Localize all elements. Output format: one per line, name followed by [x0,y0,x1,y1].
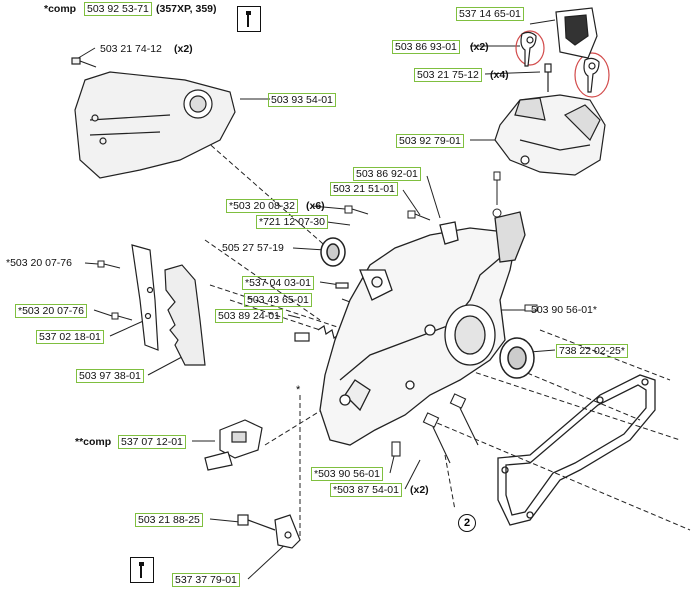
comp-sub-prefix: **comp [75,436,112,448]
asterisk-marker: * [296,384,301,396]
qty-label: (x2) [470,41,489,53]
part-label-537071201[interactable]: 537 07 12-01 [118,435,186,449]
qty-label: (x4) [490,69,509,81]
wrench-icon [130,557,154,583]
part-label-537377901[interactable]: 537 37 79-01 [172,573,240,587]
wrench-icon [237,6,261,32]
part-label-738220225[interactable]: 738 22 02-25* [556,344,628,358]
part-label-503215101[interactable]: 503 21 51-01 [330,182,398,196]
part-label-505275719: 505 27 57-19 [222,242,284,254]
part-label-503892401[interactable]: 503 89 24-01 [215,309,283,323]
part-label-503935401[interactable]: 503 93 54-01 [268,93,336,107]
part-label-503217512[interactable]: 503 21 75-12 [414,68,482,82]
part-label-503200832[interactable]: *503 20 08-32 [226,199,298,213]
part-label-503436501[interactable]: 503 43 65-01 [244,293,312,307]
part-label-537040301[interactable]: *537 04 03-01 [242,276,314,290]
qty-label: (x6) [306,200,325,212]
part-label-503905601b[interactable]: *503 90 56-01 [311,467,383,481]
part-label-503875401[interactable]: *503 87 54-01 [330,483,402,497]
part-label-503218825[interactable]: 503 21 88-25 [135,513,203,527]
part-label-503927901[interactable]: 503 92 79-01 [396,134,464,148]
comp-main-suffix: (357XP, 359) [156,3,217,15]
comp-main-prefix: *comp [44,3,77,15]
callout-circle: 2 [458,514,476,532]
part-label-503925371[interactable]: 503 92 53-71 [84,2,152,16]
part-label-503973801[interactable]: 503 97 38-01 [76,369,144,383]
part-label-503905601: 503 90 56-01* [531,304,597,316]
qty-label: (x2) [410,484,429,496]
part-label-721120730[interactable]: *721 12 07-30 [256,215,328,229]
part-label-503869301[interactable]: 503 86 93-01 [392,40,460,54]
part-label-537146501[interactable]: 537 14 65-01 [456,7,524,21]
part-label-537021801[interactable]: 537 02 18-01 [36,330,104,344]
qty-label: (x2) [174,43,193,55]
part-label-503200776b[interactable]: *503 20 07-76 [15,304,87,318]
part-label-503869201[interactable]: 503 86 92-01 [353,167,421,181]
part-label-503200776: *503 20 07-76 [6,257,72,269]
part-label-503217412: 503 21 74-12 [100,43,162,55]
